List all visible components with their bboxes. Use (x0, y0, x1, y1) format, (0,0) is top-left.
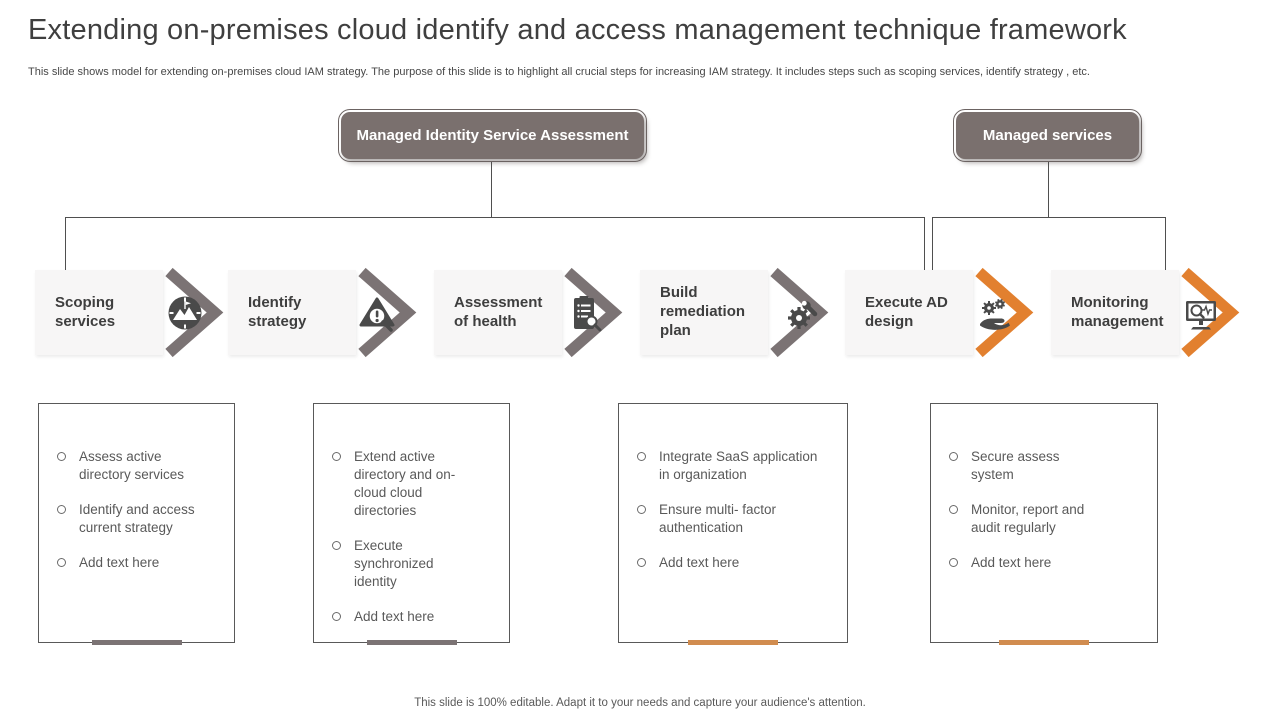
detail-box-scoping: Assess active directory services Identif… (38, 403, 235, 645)
footer-note: This slide is 100% editable. Adapt it to… (414, 697, 866, 709)
step-label: Identify strategy (248, 293, 307, 330)
connector-line (932, 217, 1166, 218)
step-label: Scoping services (55, 293, 116, 330)
bullet-item: Add text here (55, 554, 197, 572)
bullet-item: Execute synchronized identity (330, 537, 472, 591)
gear-wrench-icon (788, 300, 818, 329)
page-title: Extending on-premises cloud identify and… (28, 14, 1127, 46)
connector-line (65, 217, 925, 218)
node-managed-identity-assessment: Managed Identity Service Assessment (338, 109, 647, 162)
chevron-arrow-icon (358, 267, 417, 358)
bullet-list: Secure assess system Monitor, report and… (931, 404, 1157, 572)
chevron-arrow-icon (975, 267, 1034, 358)
connector-line (924, 217, 925, 270)
step-box (434, 270, 562, 355)
accent-underline (688, 640, 778, 645)
step-box (640, 270, 768, 355)
chevron-arrow-icon (564, 267, 623, 358)
node-label: Managed services (982, 127, 1113, 144)
warning-search-icon (359, 297, 395, 332)
bullet-item: Add text here (947, 554, 1099, 572)
connector-line (932, 217, 933, 270)
bullet-item: Ensure multi- factor authentication (635, 501, 820, 537)
accent-underline (999, 640, 1089, 645)
bullet-item: Identify and access current strategy (55, 501, 197, 537)
step-box (1051, 270, 1179, 355)
step-box (845, 270, 973, 355)
step-execute-ad-design: Execute AD design (845, 267, 1055, 358)
connector-line (65, 217, 66, 270)
bullet-list: Extend active directory and on-cloud clo… (314, 404, 509, 626)
step-label: Monitoring management (1071, 293, 1164, 330)
step-label: Assessment of health (454, 293, 543, 330)
connector-line (1165, 217, 1166, 270)
step-scoping-services: Scoping services (35, 267, 245, 358)
bullet-list: Assess active directory services Identif… (39, 404, 234, 572)
step-label: Build remediation plan (660, 284, 746, 339)
step-identify-strategy: Identify strategy (228, 267, 438, 358)
chevron-arrow-icon (770, 267, 829, 358)
bullet-item: Secure assess system (947, 448, 1099, 484)
step-box (35, 270, 163, 355)
monitor-search-icon (1186, 301, 1216, 330)
detail-box-saas: Integrate SaaS application in organizati… (618, 403, 848, 645)
bullet-item: Assess active directory services (55, 448, 197, 484)
accent-underline (366, 640, 457, 645)
step-assessment-of-health: Assessment of health (434, 267, 644, 358)
detail-box-monitoring: Secure assess system Monitor, report and… (930, 403, 1158, 645)
node-label: Managed Identity Service Assessment (356, 127, 629, 144)
hand-gears-icon (980, 298, 1010, 330)
node-managed-services: Managed services (953, 109, 1142, 162)
chevron-arrow-icon (1181, 267, 1240, 358)
accent-underline (91, 640, 182, 645)
chevron-arrow-icon (165, 267, 224, 358)
bullet-list: Integrate SaaS application in organizati… (619, 404, 847, 572)
step-box (228, 270, 356, 355)
scope-target-icon (168, 296, 202, 330)
step-build-remediation-plan: Build remediation plan (640, 267, 850, 358)
connector-line (1048, 162, 1049, 217)
detail-box-identify: Extend active directory and on-cloud clo… (313, 403, 510, 645)
bullet-item: Add text here (330, 608, 472, 626)
bullet-item: Integrate SaaS application in organizati… (635, 448, 820, 484)
bullet-item: Extend active directory and on-cloud clo… (330, 448, 472, 520)
bullet-item: Add text here (635, 554, 820, 572)
slide-description: This slide shows model for extending on-… (28, 66, 1090, 78)
bullet-item: Monitor, report and audit regularly (947, 501, 1099, 537)
step-label: Execute AD design (865, 293, 948, 330)
step-monitoring-management: Monitoring management (1051, 267, 1261, 358)
health-report-icon (574, 296, 602, 332)
connector-line (491, 162, 492, 217)
